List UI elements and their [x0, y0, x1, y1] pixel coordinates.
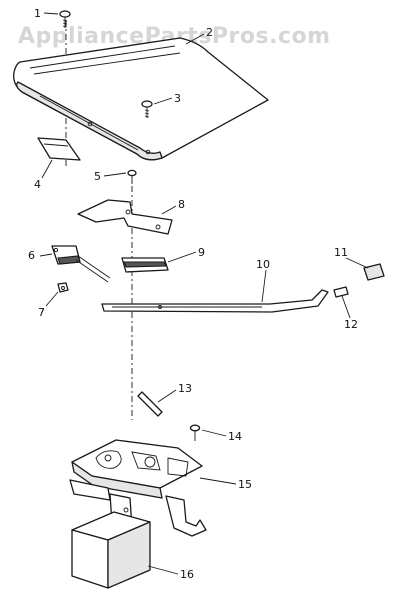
callout-10: 10	[256, 258, 270, 271]
callout-labels: 1 2 3 4 5 8 9 6 7 10 11 12 13 14 15 16	[28, 7, 358, 581]
part-9-latch-block	[121, 257, 169, 273]
callout-16: 16	[180, 568, 194, 581]
callout-6: 6	[28, 249, 35, 262]
callout-12: 12	[344, 318, 358, 331]
callout-3: 3	[174, 92, 181, 105]
part-6-switch	[51, 245, 111, 283]
callout-1: 1	[34, 7, 41, 20]
callout-5: 5	[94, 170, 101, 183]
part-12-tip	[333, 286, 349, 298]
callout-7: 7	[38, 306, 45, 319]
part-3-screw	[141, 100, 153, 118]
part-11-knob	[363, 263, 385, 281]
callout-4: 4	[34, 178, 41, 191]
part-2-cover	[13, 37, 269, 161]
leader-lines	[39, 12, 369, 575]
part-15-latch-assembly	[69, 439, 207, 537]
part-13-pin	[137, 391, 163, 417]
callout-2: 2	[206, 26, 213, 39]
part-7-nut	[57, 282, 69, 293]
callout-9: 9	[198, 246, 205, 259]
part-14-screw	[189, 424, 201, 441]
part-10-rod	[101, 289, 329, 313]
part-1-screw	[59, 10, 71, 28]
callout-8: 8	[178, 198, 185, 211]
callout-11: 11	[334, 246, 348, 259]
part-5-screw	[127, 169, 137, 184]
part-16-box	[71, 511, 151, 589]
callout-13: 13	[178, 382, 192, 395]
callout-14: 14	[228, 430, 242, 443]
part-4-pad	[37, 137, 81, 161]
callout-15: 15	[238, 478, 252, 491]
part-8-bracket	[77, 199, 173, 235]
